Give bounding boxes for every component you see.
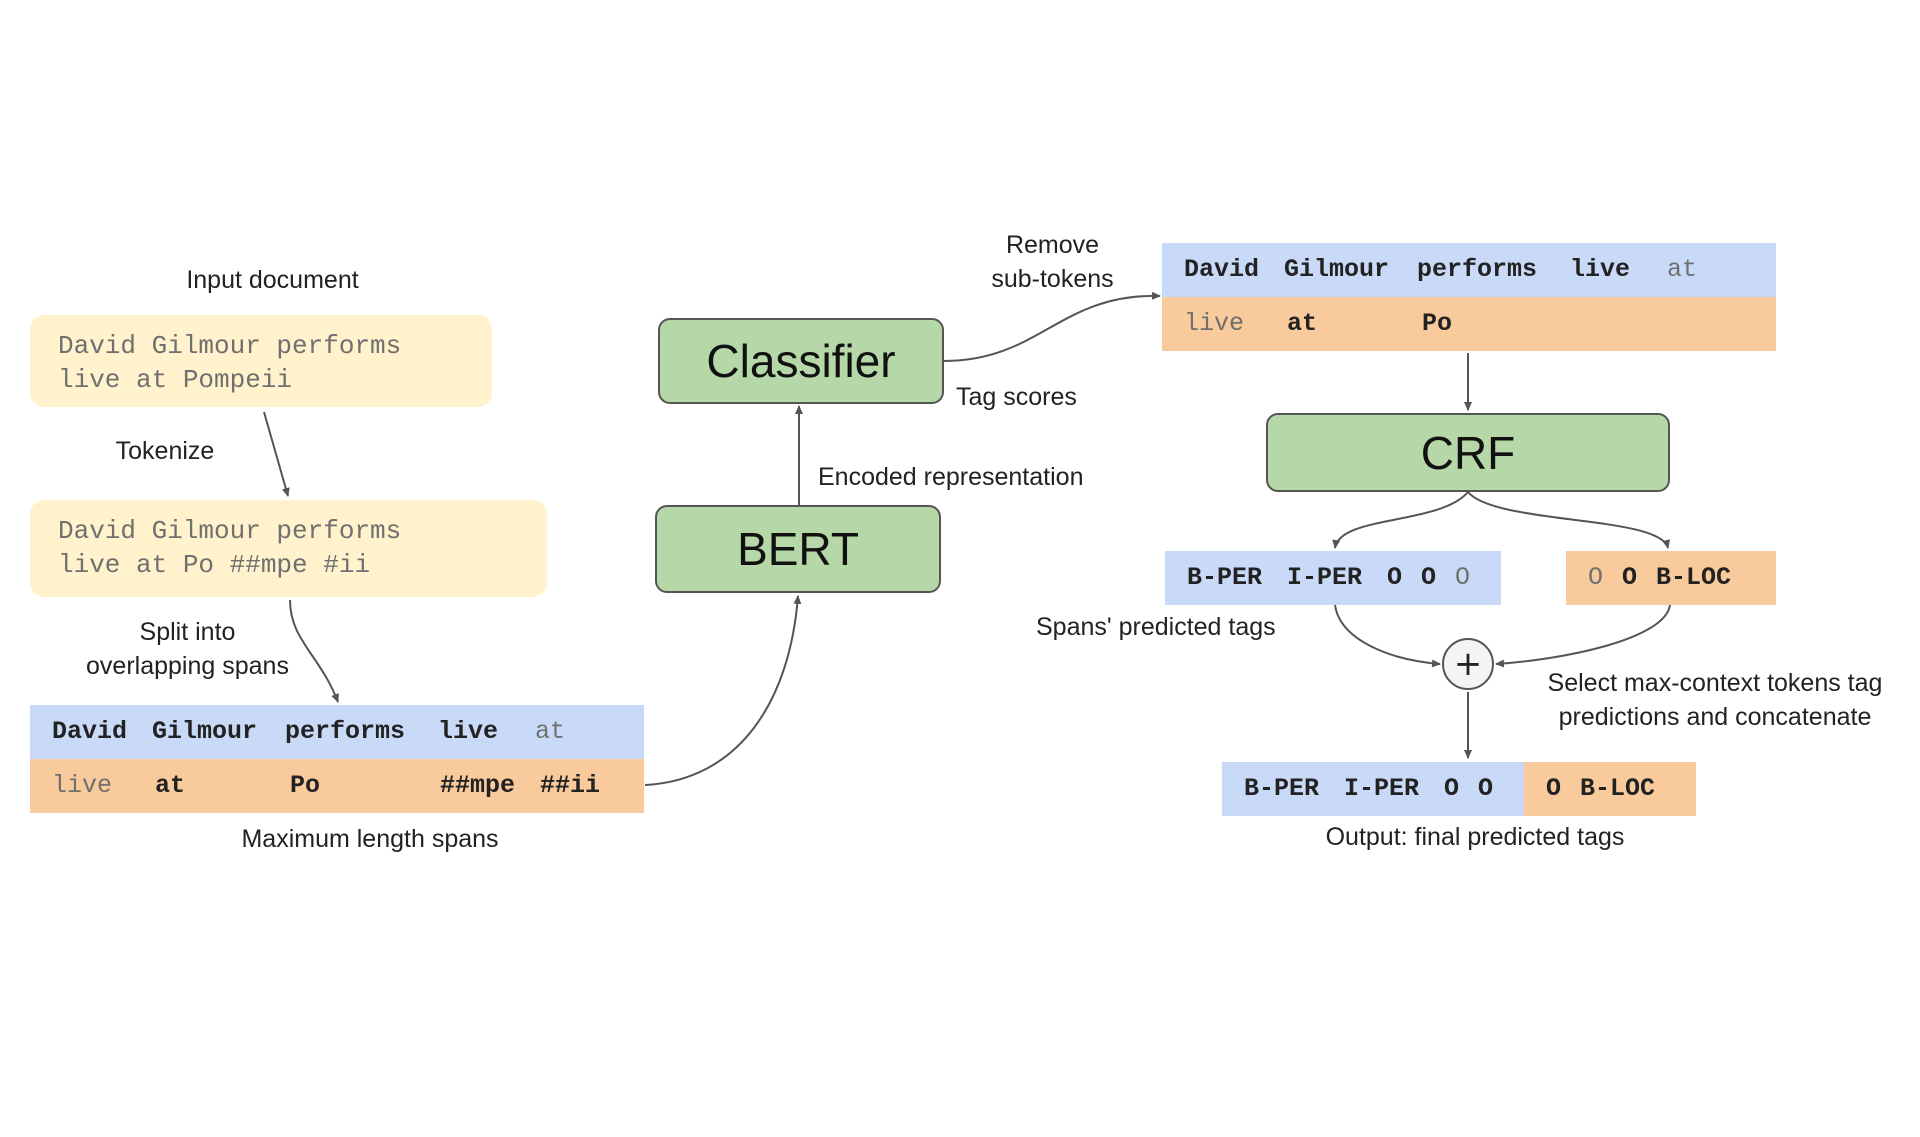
output-final-tags-label: Output: final predicted tags (1325, 823, 1625, 851)
tag: O (1546, 774, 1562, 803)
crf-box: CRF (1266, 413, 1670, 492)
tag: O (1478, 774, 1494, 803)
select-label-line-2: predictions and concatenate (1558, 703, 1872, 731)
split-label: Split into overlapping spans (60, 615, 315, 683)
left-span-row-1: David Gilmour performs live at (30, 705, 644, 759)
encoded-representation-label: Encoded representation (818, 463, 1084, 491)
tag: O (1622, 563, 1638, 592)
token: Po (1422, 309, 1453, 338)
token: Gilmour (152, 717, 258, 746)
pred-tags-row-1: B-PER I-PER O O O (1165, 551, 1501, 605)
token: ##ii (540, 771, 601, 800)
tokenized-document-box: David Gilmour performs live at Po ##mpe #… (30, 500, 547, 597)
token: live (1570, 255, 1631, 284)
arrow-crf-to-pred2 (1467, 491, 1670, 549)
tag: O (1421, 563, 1437, 592)
arrow-crf-to-pred1 (1332, 491, 1469, 549)
arrow-to-bert (644, 595, 802, 786)
token: at (1667, 255, 1698, 284)
tag: O (1444, 774, 1460, 803)
select-label-line-1: Select max-context tokens tag (1547, 669, 1883, 697)
arrow-pred1-to-plus (1334, 604, 1441, 668)
input-document-box: David Gilmour performs live at Pompeii (30, 315, 492, 407)
tag: I-PER (1287, 563, 1363, 592)
token: performs (1417, 255, 1538, 284)
left-span-row-2: live at Po ##mpe ##ii (30, 759, 644, 813)
tokenized-line-1: David Gilmour performs (58, 516, 402, 546)
tag: I-PER (1344, 774, 1420, 803)
token: Po (290, 771, 321, 800)
right-span-row-1: David Gilmour performs live at (1162, 243, 1776, 297)
arrow-tokenize (263, 411, 290, 497)
connector-layer (263, 291, 1671, 786)
max-length-spans-caption: Maximum length spans (241, 825, 499, 853)
tag: B-PER (1187, 563, 1263, 592)
arrow-classifier-to-rows (943, 291, 1161, 362)
tag: O (1455, 563, 1471, 592)
pred-tags-row-2: O O B-LOC (1566, 551, 1776, 605)
token: Gilmour (1284, 255, 1390, 284)
token: at (535, 717, 566, 746)
input-line-1: David Gilmour performs (58, 331, 402, 361)
split-label-line-2: overlapping spans (86, 652, 289, 680)
bert-box: BERT (655, 505, 941, 593)
classifier-box: Classifier (658, 318, 944, 404)
spans-predicted-tags-label: Spans' predicted tags (1036, 613, 1276, 641)
output-tags-row-1: B-PER I-PER O O (1222, 762, 1524, 816)
split-label-line-1: Split into (139, 618, 236, 646)
tag-scores-label: Tag scores (956, 383, 1077, 411)
tag: O (1588, 563, 1604, 592)
ner-pipeline-diagram: Input document David Gilmour performs liv… (30, 228, 1908, 853)
token: David (1184, 255, 1260, 284)
token: David (52, 717, 128, 746)
tag: O (1387, 563, 1403, 592)
token: at (155, 771, 186, 800)
token: live (438, 717, 499, 746)
token: live (52, 771, 113, 800)
tag: B-LOC (1656, 563, 1732, 592)
remove-label-line-1: Remove (1005, 231, 1100, 259)
token: live (1184, 309, 1245, 338)
token: performs (285, 717, 406, 746)
remove-label-line-2: sub-tokens (991, 265, 1114, 293)
tokenize-label: Tokenize (115, 437, 215, 465)
input-document-label: Input document (186, 266, 359, 294)
arrow-pred2-to-plus (1495, 604, 1671, 668)
concatenate-plus-icon: + (1442, 638, 1494, 690)
token: at (1287, 309, 1318, 338)
tokenized-line-2: live at Po ##mpe #ii (58, 550, 371, 580)
remove-subtokens-label: Remove sub-tokens (975, 228, 1130, 296)
output-tags-row-2: O B-LOC (1524, 762, 1696, 816)
tag: B-PER (1244, 774, 1320, 803)
token: ##mpe (440, 771, 516, 800)
right-span-row-2: live at Po (1162, 297, 1776, 351)
tag: B-LOC (1580, 774, 1656, 803)
input-line-2: live at Pompeii (58, 365, 293, 395)
select-max-context-label: Select max-context tokens tag prediction… (1522, 666, 1908, 734)
arrow-split (289, 599, 339, 703)
